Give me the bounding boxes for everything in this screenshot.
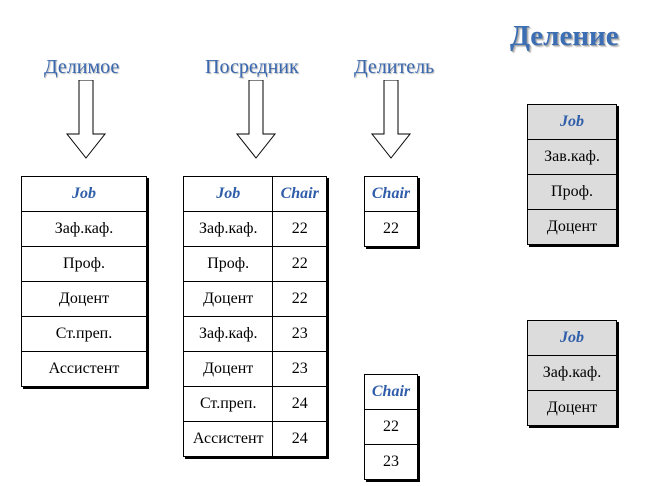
table-cell: 22 [272, 281, 327, 317]
table-cell: Доцент [21, 281, 147, 317]
result-table-1: Job Зав.каф. Проф. Доцент [527, 104, 617, 245]
table-cell: Ст.преп. [21, 316, 147, 352]
table-cell: Зав.каф. [527, 139, 617, 175]
table-cell: Заф.каф. [527, 355, 617, 391]
table-header: Chair [364, 176, 418, 212]
table-cell: Доцент [527, 390, 617, 426]
table-cell: 24 [272, 421, 327, 457]
table-header: Chair [364, 374, 418, 410]
table-cell: 22 [272, 246, 327, 282]
result-table-2: Job Заф.каф. Доцент [527, 320, 617, 426]
table-cell: 23 [364, 444, 418, 480]
intermediary-label: Посредник [205, 56, 299, 78]
table-cell: Заф.каф. [21, 211, 147, 247]
down-arrow-icon [235, 80, 277, 159]
table-cell: Проф. [21, 246, 147, 282]
page-title: Деление [510, 20, 619, 52]
table-header: Chair [272, 176, 327, 212]
down-arrow-icon [65, 80, 107, 159]
divisor-table-1: Chair 22 [364, 176, 418, 247]
divisor-label: Делитель [354, 56, 435, 78]
table-cell: 23 [272, 351, 327, 387]
dividend-label: Делимое [44, 56, 120, 78]
table-cell: Доцент [182, 281, 274, 317]
dividend-table: Job Заф.каф. Проф. Доцент Ст.преп. Ассис… [21, 176, 147, 387]
table-cell: Ассистент [21, 351, 147, 387]
table-cell: Заф.каф. [182, 316, 274, 352]
table-cell: Доцент [527, 209, 617, 245]
divisor-table-2: Chair 22 23 [364, 374, 418, 480]
table-header: Job [527, 104, 617, 140]
table-cell: Проф. [182, 246, 274, 282]
table-cell: 22 [272, 211, 327, 247]
table-cell: Заф.каф. [182, 211, 274, 247]
table-cell: 22 [364, 211, 418, 247]
table-cell: Проф. [527, 174, 617, 210]
table-header: Job [527, 320, 617, 356]
table-cell: Ст.преп. [182, 386, 274, 422]
table-cell: Доцент [182, 351, 274, 387]
table-cell: 23 [272, 316, 327, 352]
table-cell: Ассистент [182, 421, 274, 457]
table-header: Job [182, 176, 274, 212]
table-cell: 22 [364, 409, 418, 445]
table-header: Job [21, 176, 147, 212]
down-arrow-icon [370, 80, 412, 159]
table-cell: 24 [272, 386, 327, 422]
